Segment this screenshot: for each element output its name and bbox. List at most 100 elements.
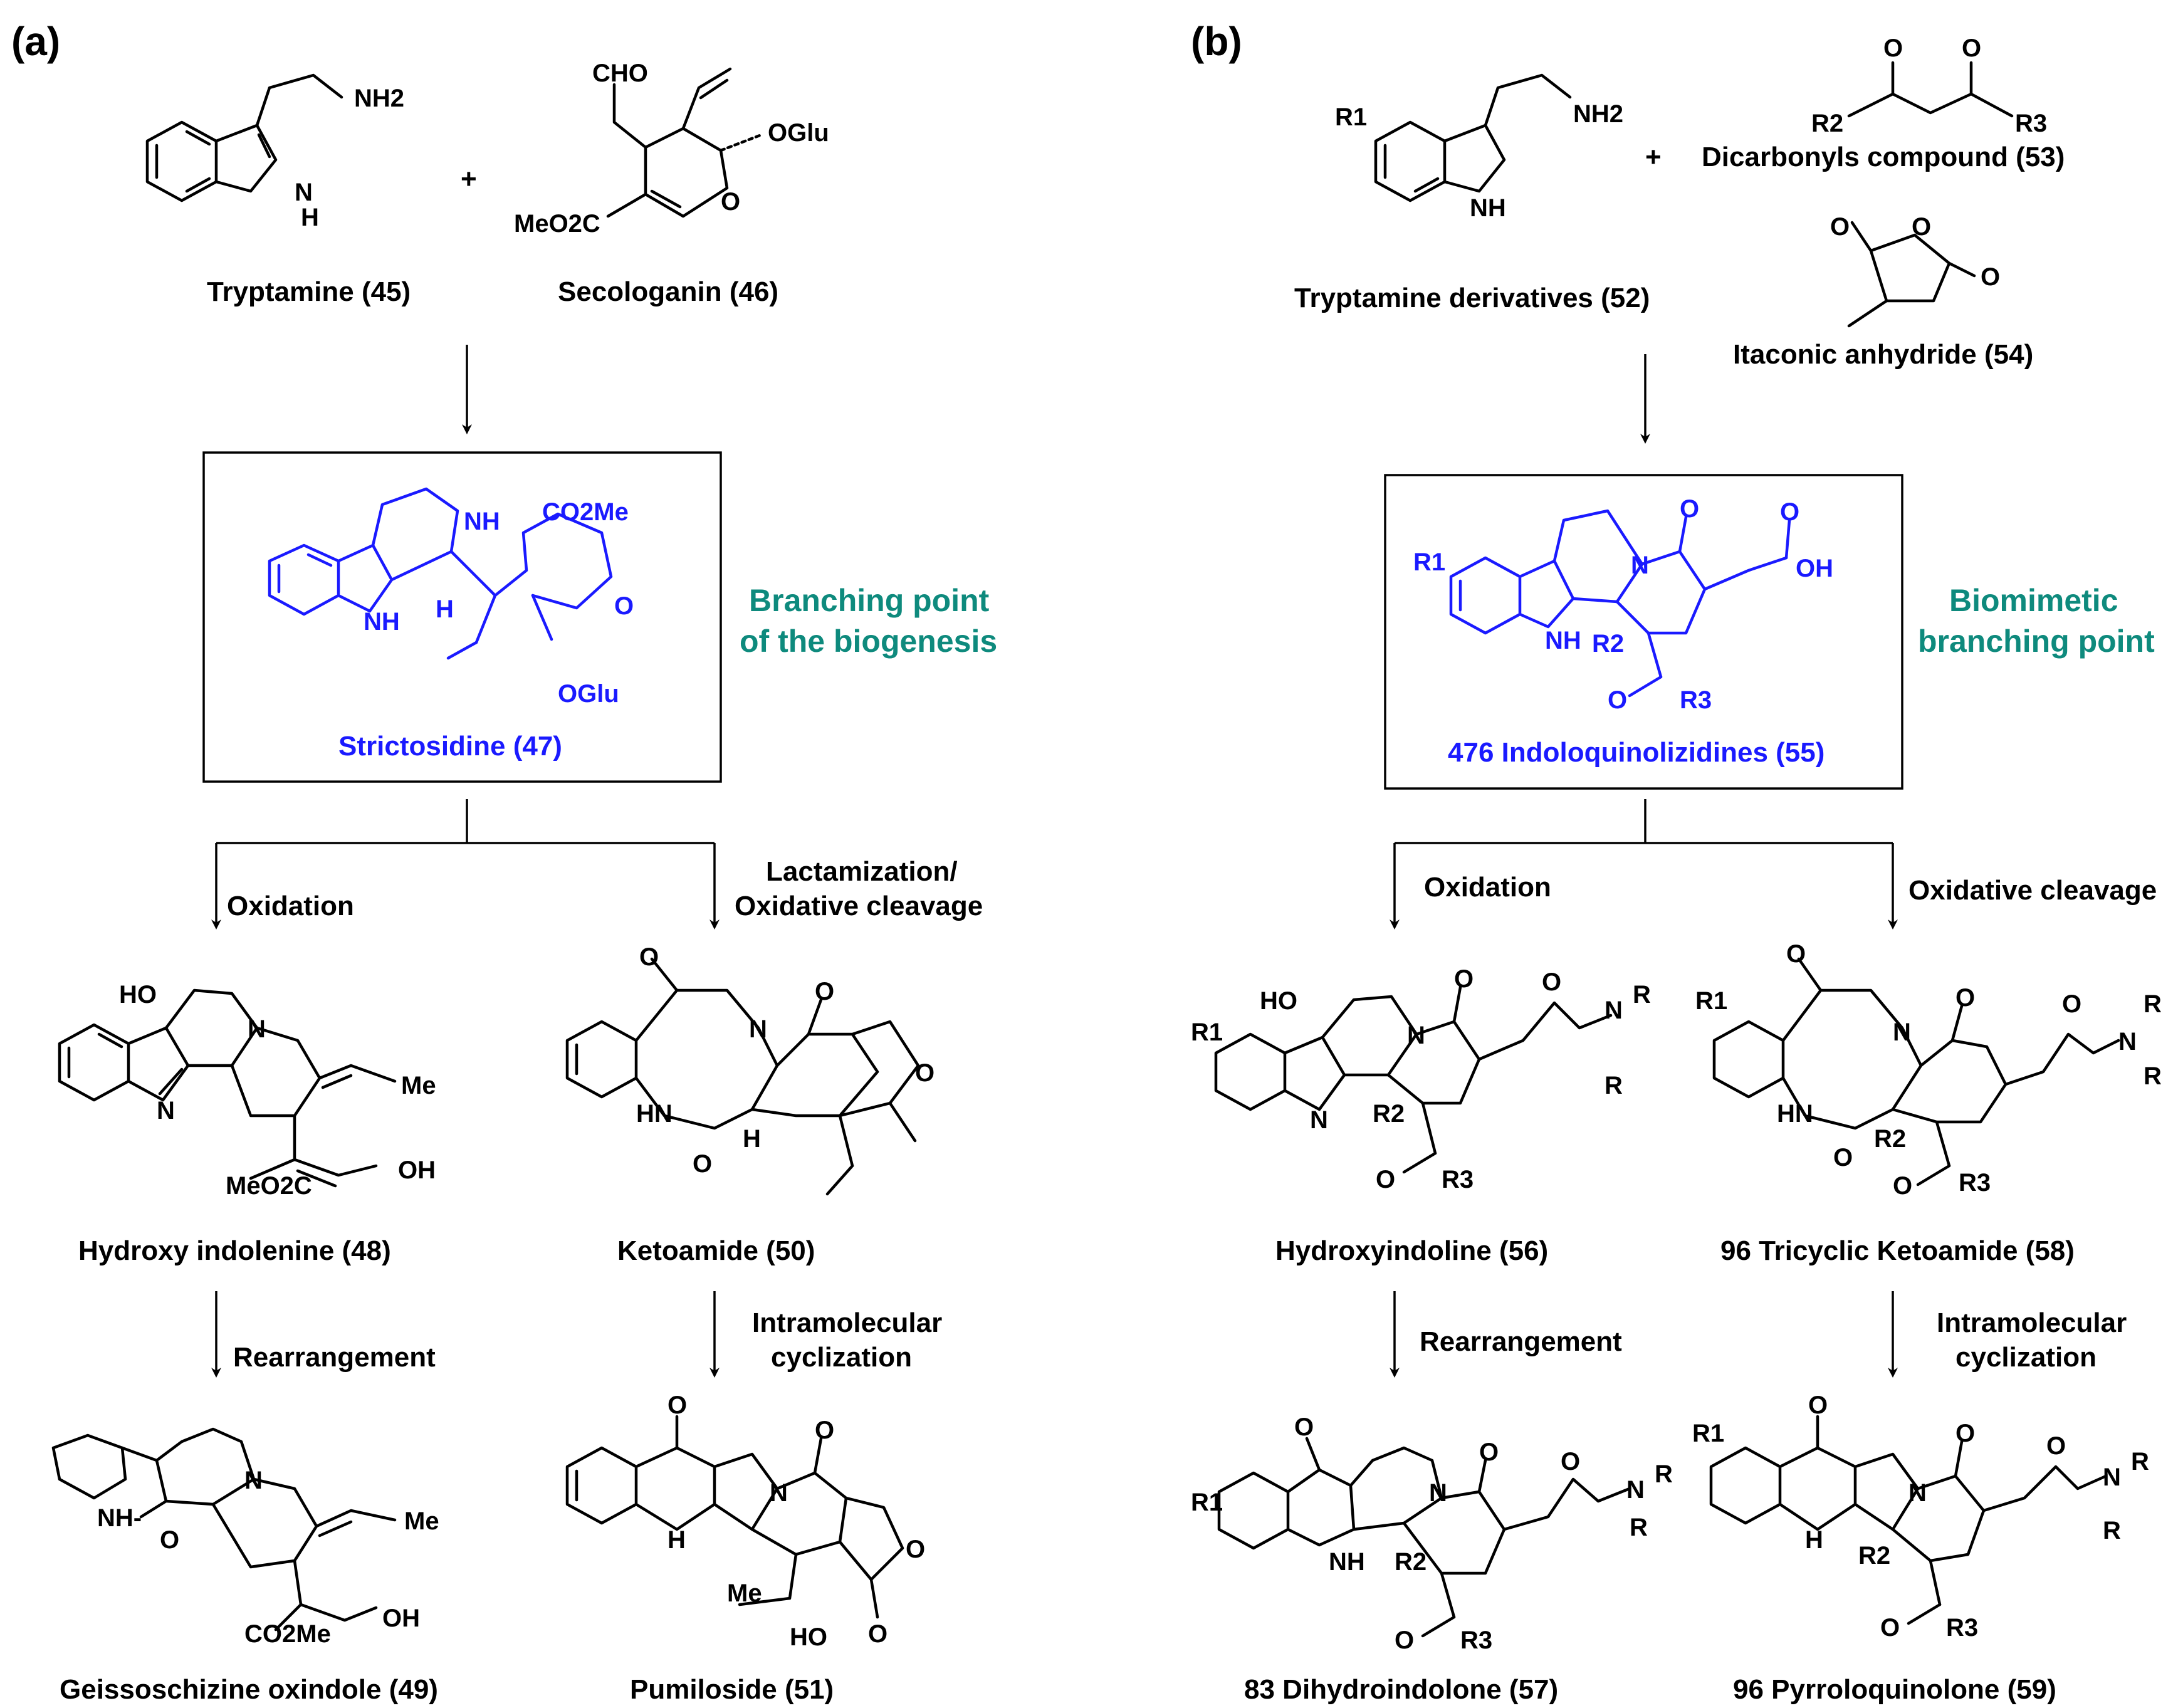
o2-label-51: O — [868, 1620, 887, 1648]
nh-label-55: NH — [1545, 627, 1581, 654]
tryptamine-name: Tryptamine (45) — [207, 276, 411, 307]
nh-label-57: NH — [1329, 1548, 1365, 1576]
o2-label-57: O — [1395, 1627, 1414, 1654]
ketoamide-50-name: Ketoamide (50) — [617, 1235, 815, 1266]
o-label-51: O — [906, 1536, 925, 1563]
n-label-51: N — [770, 1479, 788, 1507]
step-cyclization-b: cyclization — [1955, 1342, 2097, 1373]
ho-label-56: HO — [1260, 987, 1297, 1015]
ho-label-51: HO — [790, 1623, 827, 1651]
n-label-59: N — [1908, 1479, 1927, 1507]
o-ring-label-54: O — [1912, 213, 1931, 241]
co2me-label-49: CO2Me — [244, 1620, 331, 1648]
strictosidine-name: Strictosidine (47) — [338, 731, 562, 762]
tryptamine-derivatives-name: Tryptamine derivatives (52) — [1294, 283, 1650, 313]
step-oxidative-cleavage-a: Oxidative cleavage — [735, 891, 983, 921]
me-label-48: Me — [401, 1072, 436, 1099]
step-oxidation-a: Oxidation — [227, 891, 354, 921]
oglu-label-a: OGlu — [768, 119, 829, 147]
r-label-59a: R — [2131, 1448, 2149, 1475]
ho-label-48: HO — [119, 981, 157, 1009]
o-label-56: O — [1454, 965, 1474, 993]
ketone-o-50: O — [639, 943, 659, 971]
geissoschizine-oxindole-structure: NH- O N Me CO2Me OH — [51, 1427, 439, 1648]
o1-label-54: O — [1830, 213, 1850, 241]
panel-b-label: (b) — [1191, 19, 1242, 64]
n-imine-56: N — [1310, 1106, 1328, 1134]
lactam-o-58: O — [1833, 1144, 1853, 1171]
r3-label-53: R3 — [2015, 110, 2047, 137]
ketoamide-50-structure: O O N HN O O H — [565, 943, 934, 1196]
nh-label-strictosidine: NH — [464, 508, 500, 535]
pyran-o-50: O — [915, 1059, 934, 1087]
r3-label-56: R3 — [1442, 1166, 1474, 1193]
step-oxidation-b: Oxidation — [1424, 872, 1551, 903]
meo2c-label-48: MeO2C — [226, 1172, 312, 1200]
tricyclic-ketoamide-structure: R1 O N O O N R R HN O R2 O R3 — [1695, 940, 2162, 1200]
hydroxy-indolenine-name: Hydroxy indolenine (48) — [78, 1235, 391, 1266]
step-intramolecular-a: Intramolecular — [752, 1307, 942, 1338]
r-label-58b: R — [2144, 1062, 2162, 1090]
ketone-o-59: O — [1808, 1391, 1828, 1419]
r2-label-56: R2 — [1373, 1100, 1405, 1128]
plus-sign-a: + — [461, 164, 477, 194]
o2-label-53: O — [1962, 34, 1981, 62]
amide-o-57: O — [1561, 1448, 1580, 1475]
pyrroloquinolone-structure: R1 O N O O N R R H R2 O R3 — [1692, 1391, 2149, 1642]
step-oxidative-cleavage-b: Oxidative cleavage — [1908, 875, 2157, 906]
n-imine-48: N — [157, 1097, 175, 1124]
amide-o-58: O — [2062, 990, 2081, 1018]
tricyclic-ketoamide-name: 96 Tricyclic Ketoamide (58) — [1720, 1235, 2075, 1266]
itaconic-anhydride-structure: O O O — [1830, 213, 2000, 328]
geissoschizine-name: Geissoschizine oxindole (49) — [60, 1674, 438, 1705]
lactam-o-51: O — [815, 1417, 834, 1444]
nh-label-59: H — [1805, 1526, 1823, 1554]
indoloquinolizidine-box — [1384, 474, 1903, 790]
r1-label-58: R1 — [1695, 987, 1727, 1015]
n-label-57: N — [1429, 1479, 1447, 1507]
r2-label-55: R2 — [1592, 630, 1624, 658]
r-label-58a: R — [2144, 990, 2162, 1018]
step-intramolecular-b: Intramolecular — [1937, 1307, 2127, 1338]
step-rearrangement-a: Rearrangement — [233, 1342, 436, 1373]
r-label-56b: R — [1605, 1072, 1623, 1099]
n-label-48: N — [248, 1015, 266, 1043]
branch-note-b-1: Biomimetic — [1949, 583, 2118, 618]
pumiloside-name: Pumiloside (51) — [630, 1674, 834, 1705]
ketone-o-51: O — [667, 1391, 687, 1419]
indoloquinolizidine-structure: R1 N O O OH NH R2 O R3 — [1413, 495, 1833, 714]
hn-label-50: HN — [636, 1100, 673, 1128]
amide-n-56: N — [1605, 997, 1623, 1024]
tryptamine-derivative-structure: R1 NH2 NH — [1335, 73, 1623, 222]
amide-n-57: N — [1626, 1476, 1645, 1504]
dihydroindolone-name: 83 Dihydroindolone (57) — [1244, 1674, 1558, 1705]
o2-label-56: O — [1376, 1166, 1395, 1193]
me-label-49: Me — [404, 1507, 439, 1535]
hydroxyindoline-structure: R1 HO N O O N R R N R2 O R3 — [1191, 965, 1651, 1193]
strictosidine-structure: NH NH H CO2Me O OGlu — [268, 487, 634, 708]
plus-sign-b: + — [1645, 142, 1662, 172]
branch-note-a-2: of the biogenesis — [740, 624, 997, 659]
me-label-51: Me — [727, 1580, 762, 1607]
r1-label-52: R1 — [1335, 103, 1367, 131]
r1-label-57: R1 — [1191, 1489, 1223, 1516]
o-label-49: O — [160, 1526, 179, 1554]
nh2-label: NH2 — [354, 85, 404, 112]
nh-label-51: H — [667, 1526, 686, 1554]
step-lactamization: Lactamization/ — [766, 856, 958, 887]
oglu-label-strictosidine: OGlu — [558, 680, 619, 708]
r1-label-56: R1 — [1191, 1019, 1223, 1046]
step-rearrangement-b: Rearrangement — [1420, 1326, 1622, 1357]
r2-label-53: R2 — [1811, 110, 1843, 137]
nh2-label-52: NH2 — [1573, 100, 1623, 128]
r3-label-57: R3 — [1460, 1627, 1492, 1654]
r3-label-58: R3 — [1959, 1169, 1991, 1197]
acid-o-label-55: O — [1780, 498, 1799, 526]
r3-label-59: R3 — [1946, 1614, 1978, 1642]
pyrroloquinolone-name: 96 Pyrroloquinolone (59) — [1733, 1674, 2056, 1705]
r1-label-59: R1 — [1692, 1420, 1724, 1447]
branch-note-b-2: branching point — [1918, 624, 2155, 659]
r2-label-59: R2 — [1858, 1542, 1890, 1569]
n-label-58: N — [1893, 1019, 1911, 1046]
